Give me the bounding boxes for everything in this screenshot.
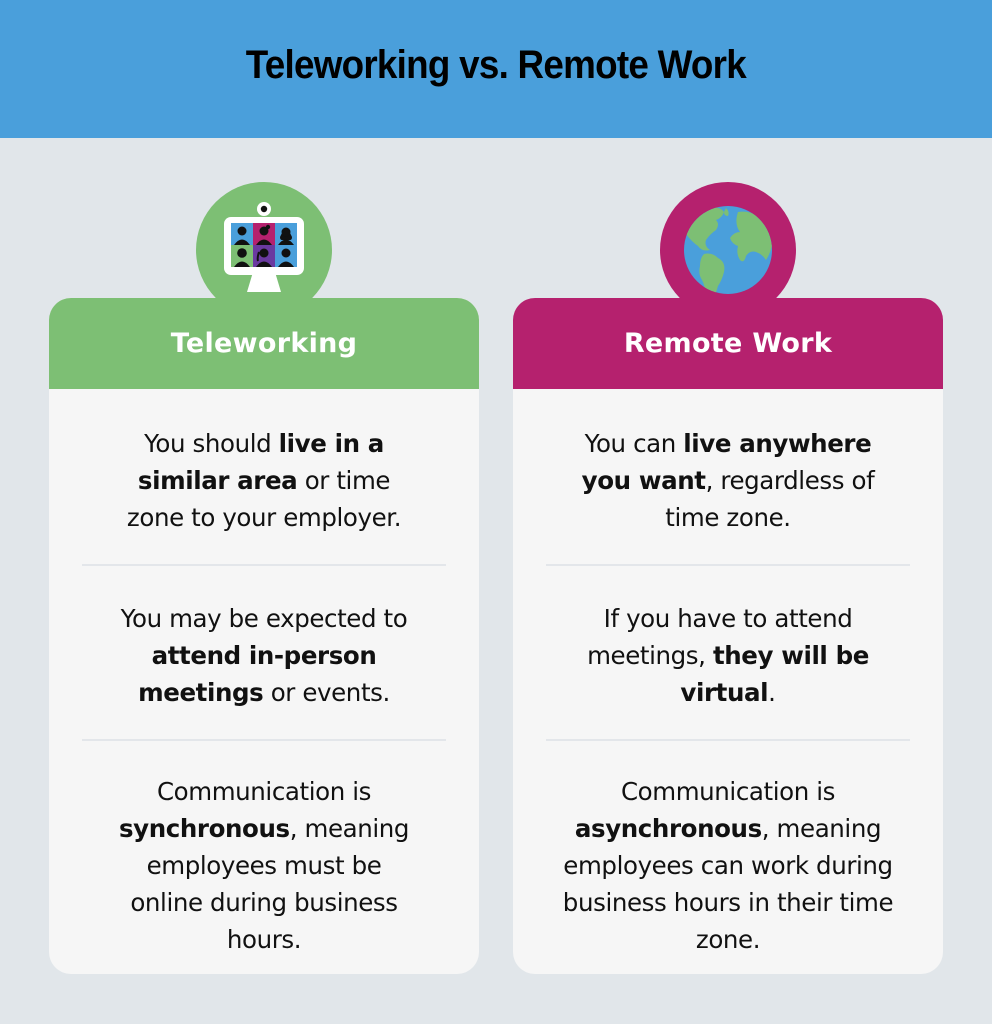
video-conference-monitor-icon [224, 202, 304, 292]
remote-work-badge [660, 182, 796, 318]
remote-work-title: Remote Work [623, 328, 833, 359]
divider [546, 564, 910, 566]
header-banner: Teleworking vs. Remote Work [0, 0, 992, 138]
globe-icon [684, 206, 772, 294]
page-title: Teleworking vs. Remote Work [245, 42, 747, 87]
teleworking-header: Teleworking [49, 298, 479, 389]
list-item: Communication is asynchronous, meaning e… [562, 777, 894, 954]
teleworking-badge [196, 182, 332, 318]
teleworking-card: Teleworking You should live in a similar… [49, 182, 479, 974]
remote-work-card: Remote Work You can live anywhere you wa… [513, 182, 943, 974]
divider [546, 739, 910, 741]
teleworking-title: Teleworking [170, 328, 358, 359]
divider [82, 564, 446, 566]
remote-work-header: Remote Work [513, 298, 943, 389]
list-item: You can live anywhere you want, regardle… [581, 429, 875, 532]
list-item: Communication is synchronous, meaning em… [118, 777, 410, 954]
list-item: You should live in a similar area or tim… [126, 429, 402, 532]
list-item: You may be expected to attend in-person … [120, 604, 408, 707]
list-item: If you have to attend meetings, they wil… [587, 604, 869, 707]
teleworking-list: You should live in a similar area or tim… [49, 389, 479, 958]
divider [82, 739, 446, 741]
remote-work-list: You can live anywhere you want, regardle… [513, 389, 943, 958]
